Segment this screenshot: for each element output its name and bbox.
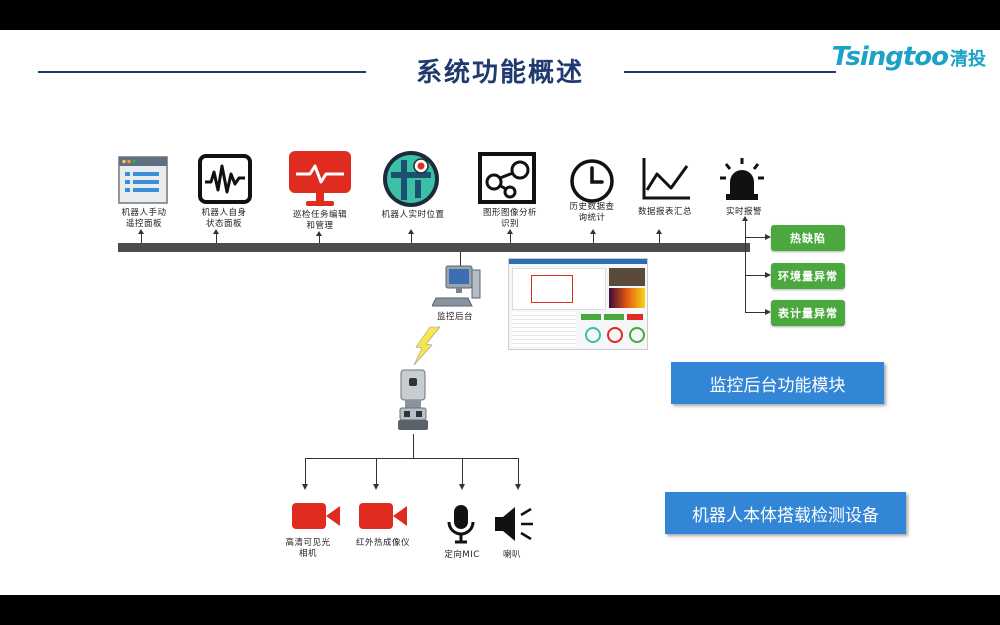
page-title: 系统功能概述 [415, 58, 584, 88]
title-rule-left [38, 71, 366, 73]
speaker-icon [495, 507, 533, 541]
backend-connector [460, 252, 461, 266]
device-tree-line [518, 458, 519, 484]
function-label: 数据报表汇总 [637, 207, 692, 217]
alarm-light-icon [720, 158, 764, 200]
connector-arrow [507, 229, 513, 243]
device-tree-line [305, 458, 518, 459]
backend-label: 监控后台 [436, 312, 473, 322]
connector-arrow [408, 229, 414, 243]
connector-arrow [590, 229, 596, 243]
map-location-icon [383, 151, 439, 207]
function-label: 历史数据查询统计 [569, 202, 615, 223]
alarm-meter: 表计量异常 [771, 300, 845, 326]
arrow-tip [765, 309, 771, 315]
device-tree-line [376, 458, 377, 484]
robot-devices-box: 机器人本体搭载检测设备 [665, 492, 906, 534]
alarm-environment: 环境量异常 [771, 263, 845, 289]
thermal-camera-icon [359, 503, 407, 529]
alarm-branch-line [745, 275, 765, 276]
alarm-branch-line [745, 312, 765, 313]
heartbeat-monitor-icon [289, 151, 351, 206]
backend-screenshot [508, 258, 648, 350]
line-chart-icon [642, 158, 690, 200]
arrow-tip [515, 484, 521, 490]
function-label: 实时报警 [725, 207, 762, 217]
clock-icon [570, 159, 614, 203]
connector-arrow [213, 229, 219, 243]
backend-module-box: 监控后台功能模块 [671, 362, 884, 404]
function-label: 图形图像分析识别 [482, 208, 537, 229]
computer-icon [432, 265, 481, 307]
device-label: 高清可见光相机 [285, 538, 331, 559]
arrow-tip [302, 484, 308, 490]
image-analysis-icon [478, 152, 536, 204]
window-panel-icon [118, 156, 168, 204]
alarm-branch-line [745, 237, 746, 312]
arrow-tip [765, 272, 771, 278]
robot-icon [398, 369, 428, 430]
connector-arrow [656, 229, 662, 243]
function-label: 机器人实时位置 [381, 210, 445, 220]
waveform-monitor-icon [198, 154, 252, 204]
device-label: 定向MIC [444, 550, 480, 560]
function-label: 机器人自身状态面板 [201, 208, 247, 229]
logo-text-en: Tsingtoo [831, 42, 949, 72]
logo-text-cn: 清投 [950, 49, 986, 70]
function-label: 机器人手动遥控面板 [121, 208, 167, 229]
function-label: 巡检任务编辑和管理 [292, 210, 347, 231]
arrow-tip [459, 484, 465, 490]
device-tree-line [462, 458, 463, 484]
slide: 系统功能概述 Tsingtoo 清投 [0, 30, 1000, 595]
brand-logo: Tsingtoo 清投 [832, 42, 986, 72]
device-label: 红外热成像仪 [355, 538, 410, 548]
connector-arrow [316, 231, 322, 243]
device-tree-line [305, 458, 306, 484]
device-label: 喇叭 [502, 550, 521, 560]
system-bus [118, 243, 750, 252]
alarm-heat-defect: 热缺陷 [771, 225, 845, 251]
arrow-tip [373, 484, 379, 490]
title-rule-right [624, 71, 836, 73]
alarm-branch-line [745, 237, 765, 238]
connector-arrow [138, 229, 144, 243]
microphone-icon [447, 505, 475, 544]
device-tree-line [413, 434, 414, 458]
arrow-tip [765, 234, 771, 240]
video-camera-icon [292, 503, 340, 529]
connector-arrow [742, 216, 748, 243]
wireless-link-icon [413, 326, 441, 366]
